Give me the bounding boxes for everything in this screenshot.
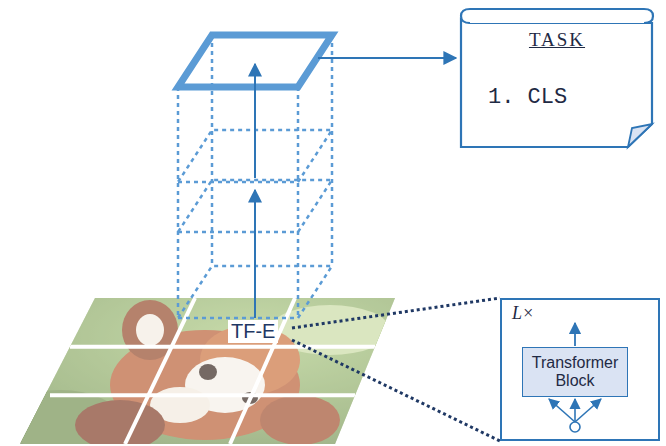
repeat-count: L× — [512, 303, 534, 324]
input-arrow — [574, 399, 576, 422]
task-heading: TASK — [458, 29, 656, 51]
zoom-leader — [292, 298, 500, 441]
transformer-block: Transformer Block — [522, 347, 628, 397]
input-arrow — [549, 399, 575, 422]
task-document: TASK 1. CLS — [458, 5, 666, 150]
output-arrow — [574, 323, 576, 346]
encoder-label: TF-E — [228, 320, 278, 343]
block-label: Transformer Block — [532, 354, 619, 390]
input-arrow — [575, 399, 601, 422]
flow-arrow — [254, 64, 256, 178]
feature-column — [178, 35, 332, 318]
red-panda-image — [0, 290, 420, 446]
input-node — [570, 422, 580, 432]
task-item: 1. CLS — [488, 85, 646, 110]
page-fold — [628, 124, 652, 147]
scroll-outline — [458, 5, 656, 150]
transformer-callout: L× Transformer Block — [500, 298, 660, 441]
flow-arrow — [254, 190, 256, 318]
task-arrow — [318, 57, 456, 59]
scroll-roll — [461, 9, 653, 23]
